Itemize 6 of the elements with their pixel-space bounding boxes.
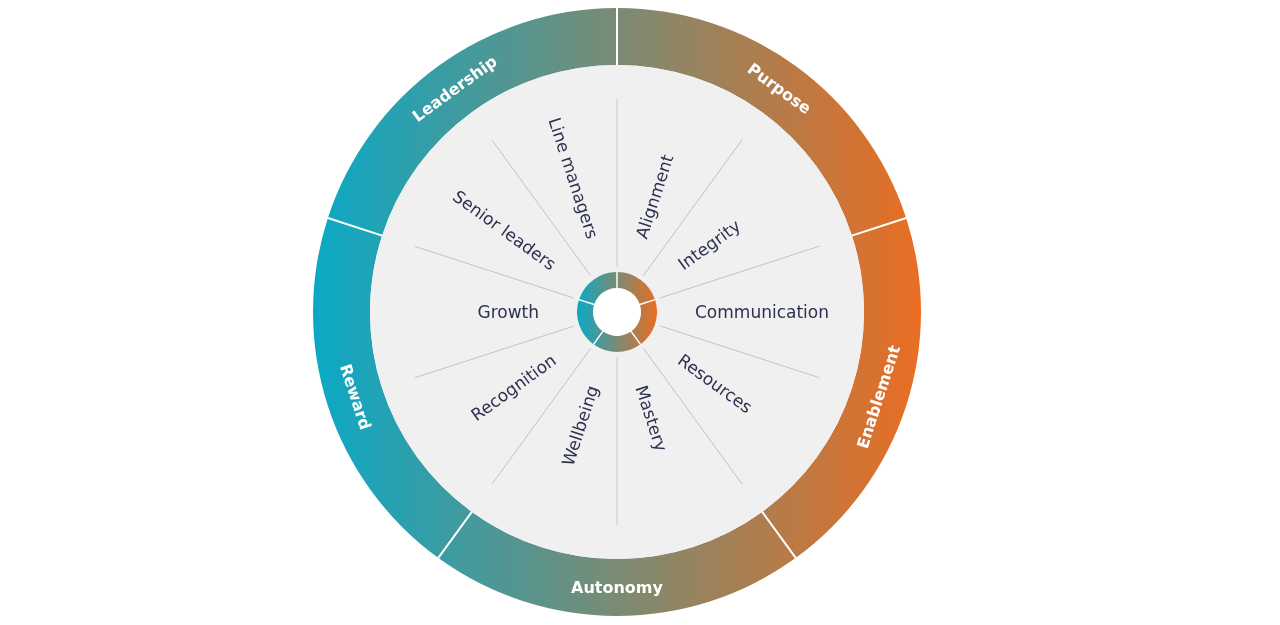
segment-label: Growth: [477, 302, 539, 322]
segment-label: Communication: [695, 302, 829, 322]
ring-segment: [438, 511, 796, 616]
wheel-segment: [471, 344, 617, 559]
ring-label: Autonomy: [571, 578, 663, 598]
wheel-segment: [617, 344, 763, 559]
